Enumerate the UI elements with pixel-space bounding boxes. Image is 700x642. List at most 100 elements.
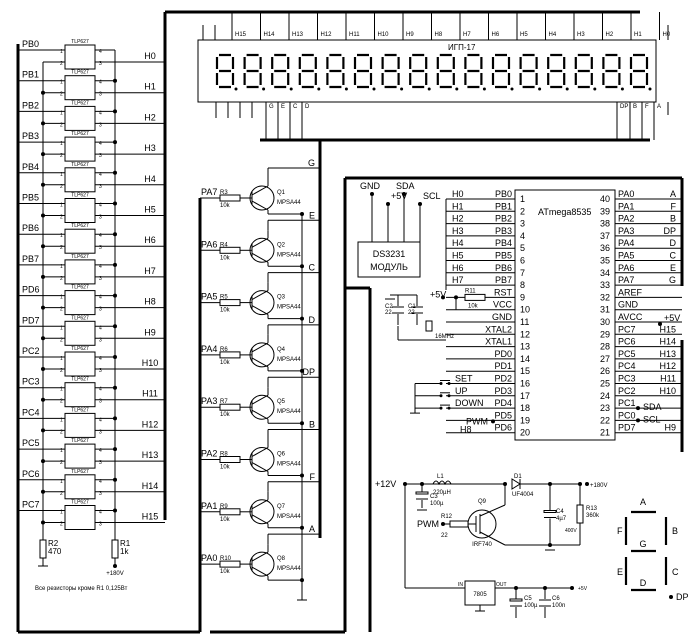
optocoupler-body	[64, 443, 96, 469]
pin-number: 4	[99, 510, 102, 516]
pin-name: PD2	[494, 374, 512, 384]
optocoupler-body	[64, 75, 96, 101]
legend-label: G	[639, 539, 646, 549]
junction-dot	[455, 87, 459, 91]
label: R11	[465, 288, 476, 294]
value-label: 10k	[220, 569, 231, 575]
pin-name: PD0	[494, 349, 512, 359]
label: L1	[437, 474, 444, 480]
pin-label: H6	[492, 32, 500, 38]
net-label: +5V	[430, 289, 446, 299]
segment-net-label: E	[309, 210, 315, 220]
wire	[251, 499, 269, 510]
junction-dot	[648, 87, 652, 91]
pin-name: PD3	[494, 386, 512, 396]
pin-number: 19	[520, 415, 530, 425]
resistor-r12	[449, 520, 469, 528]
wire	[251, 357, 269, 368]
optocoupler-part: TLP627	[71, 254, 89, 260]
transistor-body	[249, 237, 275, 263]
wire	[251, 462, 269, 472]
label: C4	[556, 509, 564, 515]
pin-number: 1	[60, 356, 63, 362]
pin-number: 4	[99, 448, 102, 454]
ref-label: Q2	[277, 242, 286, 248]
pin-label: D	[305, 104, 310, 110]
pin-label: H12	[321, 32, 333, 38]
net-label: H11	[660, 374, 676, 384]
junction-dot	[370, 192, 374, 196]
pin-number: 1	[60, 417, 63, 423]
net-label: H12	[659, 361, 676, 371]
ref-label: Q9	[478, 499, 487, 505]
net-label: H15	[659, 324, 676, 334]
junction-dot	[441, 295, 445, 300]
legend-label: F	[617, 526, 623, 536]
optocoupler-body	[64, 320, 96, 346]
segment-net-label: A	[309, 524, 315, 534]
pin-number: 1	[60, 325, 63, 331]
pin-number: 2	[60, 153, 63, 159]
h-net-label: H4	[144, 174, 156, 184]
pin-number: 2	[60, 399, 63, 405]
label: C1	[408, 304, 416, 310]
optocoupler-body	[64, 412, 96, 438]
ref-label: Q8	[277, 556, 286, 562]
junction-dot	[565, 87, 569, 91]
value-label: 10k	[220, 517, 231, 523]
ref-label: Q1	[277, 190, 286, 196]
junction-dot	[372, 87, 376, 91]
pin-label: C	[293, 104, 298, 110]
optocoupler-part: TLP627	[71, 500, 89, 506]
pin-number: 1	[520, 194, 525, 204]
segment-net-label: C	[309, 263, 316, 273]
pin-number: 2	[60, 184, 63, 190]
label: 360k	[586, 513, 600, 519]
pin-name: PA3	[618, 226, 634, 236]
pin-name: PB4	[495, 238, 512, 248]
net-label: F	[671, 201, 677, 211]
rtc-body	[357, 241, 421, 278]
pin-label: DP	[620, 104, 628, 110]
pin-label: H7	[463, 32, 471, 38]
pin-label: B	[633, 104, 637, 110]
pin-name: GND	[492, 312, 513, 322]
ref-label: R6	[220, 347, 228, 353]
wire	[251, 566, 269, 577]
pin-number: 1	[60, 295, 63, 301]
diode-d1	[511, 478, 521, 490]
h-net-label: H11	[142, 389, 158, 399]
rtc-pin-label: SDA	[396, 181, 415, 191]
digit	[409, 53, 431, 91]
transistor-body	[249, 447, 275, 472]
port-label: PB3	[22, 131, 39, 141]
pin-number: 3	[99, 368, 102, 374]
pin-number: 2	[60, 307, 63, 313]
pin-label: H3	[577, 32, 585, 38]
pin-number: 4	[99, 264, 102, 270]
optocoupler-body	[64, 382, 96, 408]
button-label: DOWN	[455, 398, 484, 408]
optocoupler-body	[64, 290, 96, 316]
part-label: MPSA44	[277, 514, 301, 520]
pin-number: 33	[600, 280, 610, 290]
pin-number: 3	[99, 522, 102, 528]
pin-name: PD7	[618, 423, 636, 433]
pin-number: 10	[520, 305, 530, 315]
pin-number: 2	[60, 368, 63, 374]
optocoupler-body	[64, 136, 96, 162]
digit	[215, 53, 238, 91]
pin-number: 12	[520, 329, 530, 339]
pin-number: 23	[600, 403, 610, 413]
ref-label: Q6	[277, 452, 286, 458]
port-label: PB7	[22, 254, 39, 264]
junction-dot	[400, 87, 404, 91]
optocoupler-part: TLP627	[71, 377, 89, 383]
junction-dot	[636, 406, 640, 411]
pin-number: 40	[600, 194, 610, 204]
junction-dot	[570, 586, 574, 590]
